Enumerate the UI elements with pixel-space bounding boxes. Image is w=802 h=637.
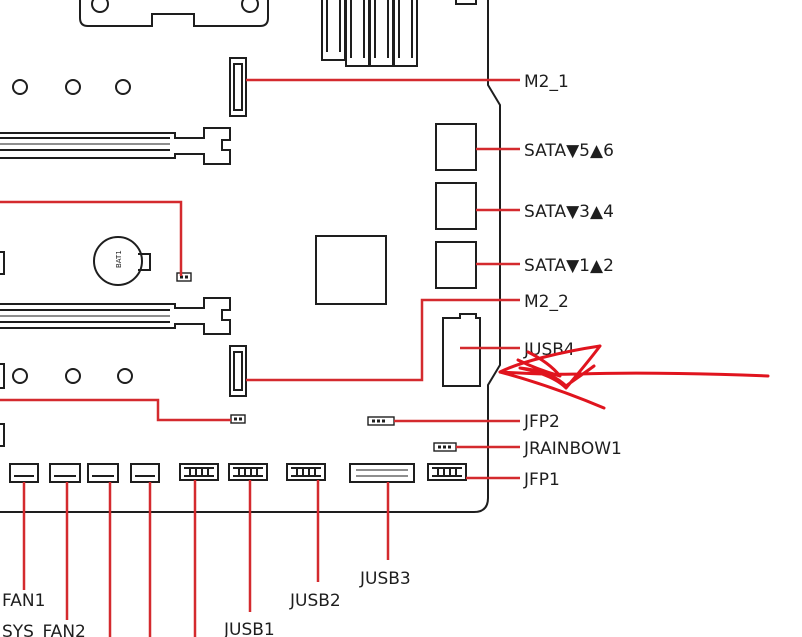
left-edge-tab-2 bbox=[0, 363, 5, 389]
label-m2-2: M2_2 bbox=[524, 292, 569, 312]
handdrawn-arrow-annotation bbox=[498, 344, 770, 410]
left-edge-tab-1 bbox=[0, 251, 5, 275]
label-jusb3: JUSB3 bbox=[359, 569, 411, 589]
sata34-port bbox=[435, 182, 477, 230]
m2-1-connector bbox=[229, 57, 247, 117]
jfp2-header bbox=[367, 416, 395, 426]
top-bracket bbox=[79, 0, 269, 27]
sys-fan2-header bbox=[87, 463, 119, 483]
label-fan1: FAN1 bbox=[2, 591, 45, 611]
leader-top-left bbox=[0, 200, 183, 276]
screw-right bbox=[241, 0, 259, 13]
fan-header-2 bbox=[49, 463, 81, 483]
fan1-header bbox=[9, 463, 39, 483]
bottom-connectors bbox=[9, 463, 467, 483]
jfp1-header bbox=[427, 463, 467, 481]
m2-slot-upper bbox=[0, 127, 231, 165]
screw-left bbox=[91, 0, 109, 13]
m2-2-connector bbox=[229, 345, 247, 397]
m2-1-connector-inner bbox=[233, 63, 243, 111]
leader-lines bbox=[0, 78, 520, 637]
label-jfp2: JFP2 bbox=[523, 412, 560, 432]
label-sata56: SATA▼5▲6 bbox=[524, 141, 614, 161]
fan-header-4 bbox=[130, 463, 160, 483]
label-sata34: SATA▼3▲4 bbox=[524, 202, 614, 222]
label-sata12: SATA▼1▲2 bbox=[524, 256, 614, 276]
m2-slot-lower bbox=[0, 297, 231, 335]
label-sys-fan2: SYS_FAN2 bbox=[2, 622, 86, 637]
leader-mid-left bbox=[0, 398, 231, 422]
label-jusb1: JUSB1 bbox=[223, 620, 275, 637]
label-jusb2: JUSB2 bbox=[289, 591, 341, 611]
jusb3-header bbox=[349, 463, 415, 483]
board-outline bbox=[0, 0, 501, 513]
m2-2-connector-inner bbox=[233, 351, 243, 391]
battery-bat1: BAT1 bbox=[93, 236, 151, 286]
battery-label: BAT1 bbox=[115, 250, 123, 268]
top-slots bbox=[321, 0, 477, 67]
jusb2-header bbox=[286, 463, 326, 481]
header-5 bbox=[179, 463, 219, 481]
sata12-port bbox=[435, 241, 477, 289]
label-jfp1: JFP1 bbox=[523, 470, 560, 490]
sata56-port bbox=[435, 123, 477, 171]
leader-m2-2 bbox=[246, 298, 520, 382]
standoffs bbox=[12, 79, 133, 384]
label-m2-1: M2_1 bbox=[524, 72, 569, 92]
label-jrainbow1: JRAINBOW1 bbox=[523, 439, 622, 459]
left-edge-tab-3 bbox=[0, 423, 5, 447]
jusb4-connector bbox=[442, 313, 481, 387]
chipset bbox=[315, 235, 387, 305]
jusb1-header bbox=[228, 463, 268, 481]
